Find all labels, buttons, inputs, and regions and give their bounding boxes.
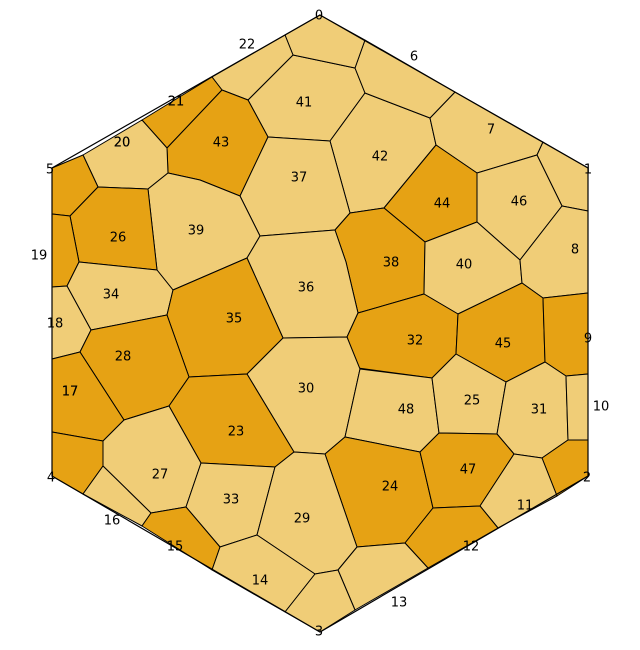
cell-label-43: 43 — [213, 136, 230, 151]
cell-label-27: 27 — [152, 468, 169, 483]
vertex-label-6: 6 — [410, 50, 418, 65]
cell-label-35: 35 — [226, 312, 243, 327]
cells — [51, 14, 589, 633]
cell-label-41: 41 — [296, 96, 313, 111]
vertex-label-21: 21 — [168, 95, 185, 110]
cell-label-24: 24 — [382, 480, 399, 495]
vertex-label-20: 20 — [114, 136, 131, 151]
vertex-label-0: 0 — [315, 9, 323, 24]
vertex-label-15: 15 — [167, 540, 184, 555]
cell-label-26: 26 — [110, 231, 127, 246]
cell-label-30: 30 — [298, 382, 315, 397]
vertex-label-19: 19 — [31, 249, 48, 264]
vertex-label-3: 3 — [315, 625, 323, 640]
vertex-label-13: 13 — [391, 596, 408, 611]
cell-10 — [565, 373, 589, 441]
vertex-label-2: 2 — [583, 471, 591, 486]
vertex-label-5: 5 — [46, 163, 54, 178]
vertex-label-22: 22 — [239, 38, 256, 53]
vertex-label-14: 14 — [252, 574, 269, 589]
cell-label-33: 33 — [223, 493, 240, 508]
vertex-label-4: 4 — [47, 471, 55, 486]
cell-label-38: 38 — [383, 256, 400, 271]
cell-label-44: 44 — [434, 197, 451, 212]
cell-label-23: 23 — [228, 425, 245, 440]
vertex-label-8: 8 — [571, 243, 579, 258]
vertex-label-10: 10 — [593, 400, 610, 415]
cell-label-34: 34 — [103, 288, 120, 303]
cell-label-21: 21 — [168, 95, 185, 110]
cell-label-29: 29 — [294, 512, 311, 527]
cell-label-36: 36 — [298, 281, 315, 296]
hexagon-outline — [51, 14, 589, 633]
cell-label-48: 48 — [398, 403, 415, 418]
cell-label-46: 46 — [511, 195, 528, 210]
vertex-label-11: 11 — [517, 499, 534, 514]
vertex-label-12: 12 — [463, 540, 480, 555]
cell-11 — [479, 453, 558, 529]
vertex-label-1: 1 — [584, 163, 592, 178]
cell-label-37: 37 — [291, 171, 308, 186]
cell-label-47: 47 — [460, 463, 477, 478]
cell-label-42: 42 — [372, 150, 389, 165]
cell-label-28: 28 — [115, 350, 132, 365]
cell-9 — [542, 292, 589, 377]
cell-label-45: 45 — [495, 337, 512, 352]
cell-label-20: 20 — [114, 136, 131, 151]
vertex-label-17: 17 — [62, 385, 79, 400]
vertex-label-16: 16 — [104, 514, 121, 529]
cell-label-39: 39 — [188, 224, 205, 239]
cell-label-17: 17 — [62, 385, 79, 400]
cell-labels: 41 42 21 43 20 37 44 46 39 26 38 36 40 34 35 32 45 28 30 48… — [62, 95, 548, 527]
cell-label-32: 32 — [407, 334, 424, 349]
cell-label-31: 31 — [531, 403, 548, 418]
vertex-label-9: 9 — [584, 332, 592, 347]
cell-label-25: 25 — [464, 394, 481, 409]
cell-label-40: 40 — [456, 258, 473, 273]
vertex-label-7: 7 — [487, 123, 495, 138]
vertex-label-18: 18 — [47, 317, 64, 332]
